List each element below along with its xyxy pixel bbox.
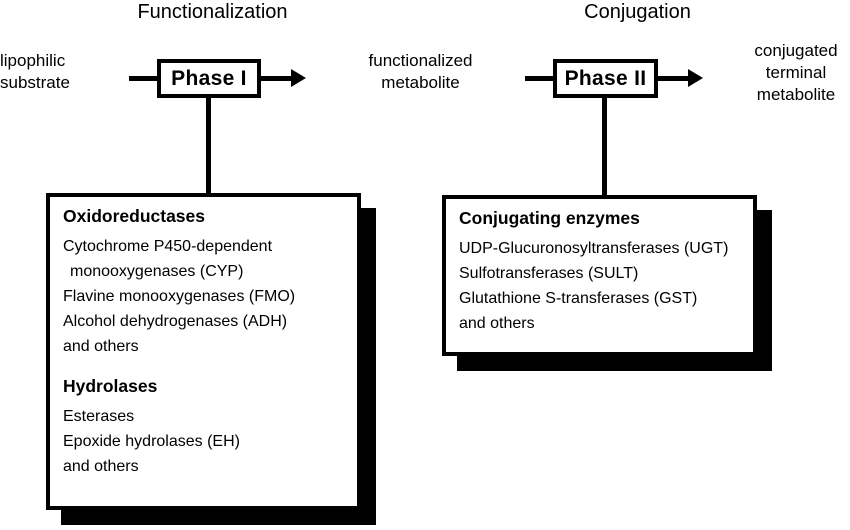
enzyme-group-hydrolases: Hydrolases Esterases Epoxide hydrolases … (63, 375, 351, 479)
enzyme-group-oxidoreductases: Oxidoreductases Cytochrome P450-dependen… (63, 205, 351, 359)
phase-2-box: Phase II (553, 59, 658, 98)
phase-1-box: Phase I (157, 59, 261, 98)
arrow-into-phase-1 (129, 76, 159, 81)
enzyme-item: Sulfotransferases (SULT) (459, 265, 639, 282)
panel-content-phase-1: Oxidoreductases Cytochrome P450-dependen… (46, 193, 361, 510)
arrow-head-icon-phase-2 (688, 69, 703, 87)
connector-phase-1-to-panel (206, 97, 211, 195)
enzyme-item: Cytochrome P450-dependent (63, 238, 273, 255)
enzyme-item: UDP-Glucuronosyltransferases (UGT) (459, 240, 729, 257)
enzyme-panel-phase-2: Conjugating enzymes UDP-Glucuronosyltran… (442, 195, 772, 371)
enzyme-item: Esterases (63, 408, 135, 425)
section-title-conjugation: Conjugation (584, 1, 691, 23)
enzyme-item: monooxygenases (CYP) (70, 263, 244, 280)
arrow-head-icon-phase-1 (291, 69, 306, 87)
enzyme-panel-phase-1: Oxidoreductases Cytochrome P450-dependen… (46, 193, 376, 525)
enzyme-group-conjugating-enzymes: Conjugating enzymes UDP-Glucuronosyltran… (459, 207, 747, 336)
arrow-into-phase-2 (525, 76, 555, 81)
enzyme-group-heading: Hydrolases (63, 376, 158, 396)
enzyme-item: and others (459, 315, 535, 332)
enzyme-item: Flavine monooxygenases (FMO) (63, 288, 296, 305)
enzyme-item: Glutathione S-transferases (GST) (459, 290, 698, 307)
section-title-functionalization: Functionalization (137, 1, 288, 23)
panel-border (46, 193, 361, 510)
enzyme-group-heading: Conjugating enzymes (459, 208, 640, 228)
enzyme-item: and others (63, 338, 139, 355)
connector-phase-2-to-panel (602, 97, 607, 197)
enzyme-item: and others (63, 458, 139, 475)
arrow-out-of-phase-2 (656, 76, 690, 81)
panel-content-phase-2: Conjugating enzymes UDP-Glucuronosyltran… (442, 195, 757, 356)
panel-border (442, 195, 757, 356)
enzyme-item: Alcohol dehydrogenases (ADH) (63, 313, 288, 330)
enzyme-item: Epoxide hydrolases (EH) (63, 433, 240, 450)
enzyme-group-heading: Oxidoreductases (63, 206, 205, 226)
arrow-out-of-phase-1 (259, 76, 293, 81)
